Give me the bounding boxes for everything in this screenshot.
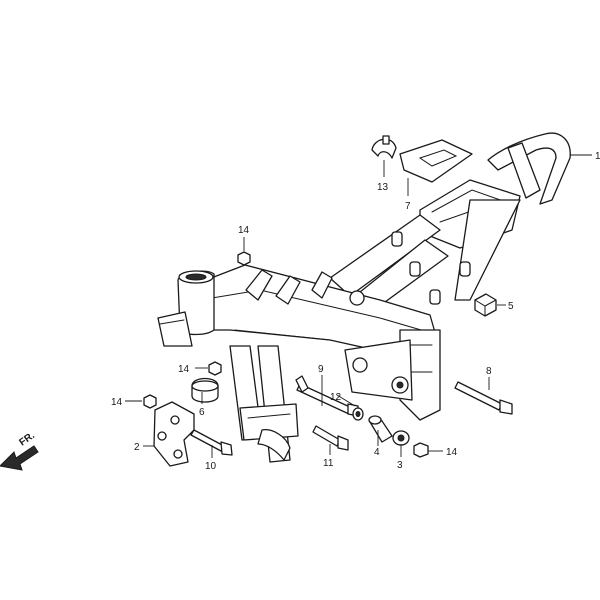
collar-6: [191, 377, 219, 403]
clamp-13: [371, 135, 397, 159]
callout-13: 13: [377, 182, 389, 193]
nut-14-bottom-left: [143, 394, 157, 409]
callout-7: 7: [405, 201, 411, 212]
cover-plate-7: [399, 139, 473, 183]
collar-4: [368, 415, 393, 443]
nut-14-top: [237, 251, 251, 266]
bushing-3: [392, 430, 410, 446]
callout-12: 12: [330, 392, 342, 403]
bolt-9: [295, 375, 359, 417]
bolt-10: [190, 429, 233, 456]
callout-11: 11: [323, 458, 334, 469]
callout-8: 8: [486, 366, 492, 377]
bolt-11: [312, 425, 349, 451]
washer-12: [352, 407, 364, 421]
callout-3: 3: [397, 460, 403, 471]
nut-14-right: [413, 442, 429, 458]
rubber-block-5: [474, 293, 497, 317]
engine-hanger-2: [153, 401, 195, 467]
callout-4: 4: [374, 447, 380, 458]
callout-5: 5: [508, 301, 514, 312]
callout-6: 6: [199, 407, 205, 418]
callout-14-bottom-left: 14: [111, 397, 123, 408]
callout-2: 2: [134, 442, 140, 453]
callout-14-right: 14: [446, 447, 458, 458]
callout-10: 10: [205, 461, 217, 472]
callout-1: 1: [595, 151, 600, 162]
leader-lines: [125, 154, 592, 458]
main-frame: [157, 132, 571, 463]
bolt-8: [454, 381, 513, 415]
front-direction-arrow: FR.: [0, 430, 39, 471]
callout-14-top: 14: [238, 225, 250, 236]
callout-9: 9: [318, 364, 324, 375]
nut-14-left: [208, 361, 222, 376]
callout-14-left: 14: [178, 364, 190, 375]
